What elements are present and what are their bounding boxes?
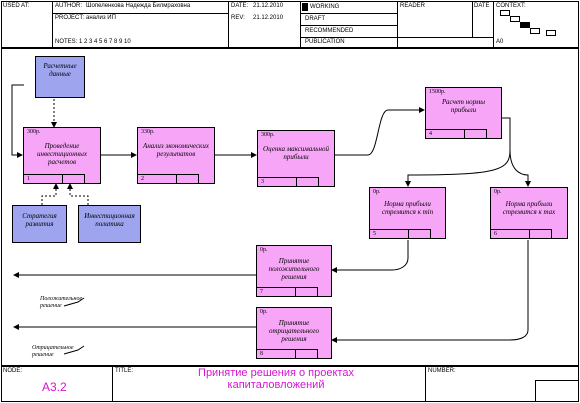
arrow-6-to-8 [331,240,529,343]
activity-7[interactable]: 0р. Принятие положительного решения 7 [256,245,332,297]
activity-cost: 0р. [373,189,381,195]
external-label: Расчетные данные [43,62,77,78]
activity-cost: 300р. [261,132,275,138]
context-node: A0 [496,39,504,45]
activity-label: Норма прибыли стремится к max [502,200,556,216]
activity-number: 5 [373,231,376,237]
author-label: AUTHOR: [55,3,82,9]
title-label: TITLE: [115,368,134,374]
rev-label: REV: [231,15,245,21]
activity-6[interactable]: 0р. Норма прибыли стремится к max 6 [490,187,568,239]
date2-label: DATE [474,3,490,9]
diagram-title: Принятие решения о проектах капиталовлож… [198,367,354,391]
arrow-input-to-1 [11,84,24,158]
activity-label: Расчет нормы прибыли [441,98,485,114]
arrow-policy-to-1 [67,183,89,205]
activity-cost: 300р. [27,129,41,135]
activity-number: 1 [27,176,30,182]
external-label: Стратегия развития [22,212,57,228]
node-value: А3.2 [42,380,67,394]
activity-8[interactable]: 0р. Принятие отрицательного решения 8 [256,307,332,359]
arrow-3-to-4 [335,107,425,156]
author-value: Шопеленкова Надежда Билмраховна [86,3,191,9]
activity-label: Принятие отрицательного решения [268,319,320,343]
activity-5[interactable]: 0р. Норма прибыли стремится к min 5 [369,187,446,239]
activity-number: 2 [141,176,144,182]
status-draft: DRAFT [305,16,325,22]
project-label: PROJECT: [55,15,85,21]
status-working-marker [302,3,308,11]
external-policy[interactable]: Инвестиционная политика [78,205,141,243]
activity-number: 4 [429,131,432,137]
activity-label: Проведение инвестиционных расчетов [37,142,87,166]
output-negative-label: Отрицательное решение [32,345,74,358]
project-value: анализ ИП [86,15,116,21]
activity-cost: 1500р. [429,89,446,95]
context-mini-box [510,16,520,22]
activity-label: Оценка максимальной прибыли [263,145,329,161]
activity-number: 3 [261,179,264,185]
node-label: NODE: [3,368,23,374]
output-positive-label: Положительное решение [40,296,83,309]
activity-1[interactable]: 300р. Проведение инвестиционных расчетов… [23,127,101,184]
context-label: CONTEXT: [496,3,526,9]
date-value: 21.12.2010 [253,3,284,9]
squiggle-negative [63,345,85,355]
reader-label: READER [400,3,426,9]
status-recommended: RECOMMENDED [305,28,354,34]
context-mini-box [546,30,556,36]
activity-cost: 0р. [494,189,502,195]
context-mini-box [500,10,510,16]
activity-cost: 0р. [260,247,268,253]
activity-label: Анализ экономических результатов [143,142,209,158]
activity-2[interactable]: 330р. Анализ экономических результатов 2 [137,127,215,184]
arrow-strategy-to-1 [41,183,59,205]
arrow-5-to-7 [331,240,409,273]
status-working: WORKING [310,4,340,10]
date-label: DATE: [231,3,249,9]
activity-number: 7 [260,289,263,295]
activity-4[interactable]: 1500р. Расчет нормы прибыли 4 [425,87,502,139]
context-mini-box [530,28,540,34]
squiggle-positive [63,297,85,307]
activity-3[interactable]: 300р. Оценка максимальной прибыли 3 [257,130,335,187]
footer-frame [1,366,579,402]
used-at-label: USED AT: [3,3,30,9]
arrow-4-to-6 [502,117,531,187]
notes-label: NOTES: 1 2 3 4 5 6 7 8 9 10 [55,39,131,45]
activity-cost: 0р. [260,309,268,315]
rev-value: 21.12.2010 [253,15,284,21]
external-strategy[interactable]: Стратегия развития [12,205,67,243]
context-mini-diagram [500,10,576,36]
activity-label: Принятие положительного решения [268,257,320,281]
status-publication: PUBLICATION [305,39,345,45]
context-mini-box [520,22,530,28]
activity-cost: 330р. [141,129,155,135]
diagram-frame [1,48,579,366]
activity-label: Норма прибыли стремится к min [381,200,434,216]
external-calculation-data[interactable]: Расчетные данные [35,56,85,98]
header-frame [1,1,579,48]
external-label: Инвестиционная политика [84,212,135,228]
activity-number: 6 [494,231,497,237]
activity-number: 8 [260,351,263,357]
number-label: NUMBER: [428,368,456,374]
